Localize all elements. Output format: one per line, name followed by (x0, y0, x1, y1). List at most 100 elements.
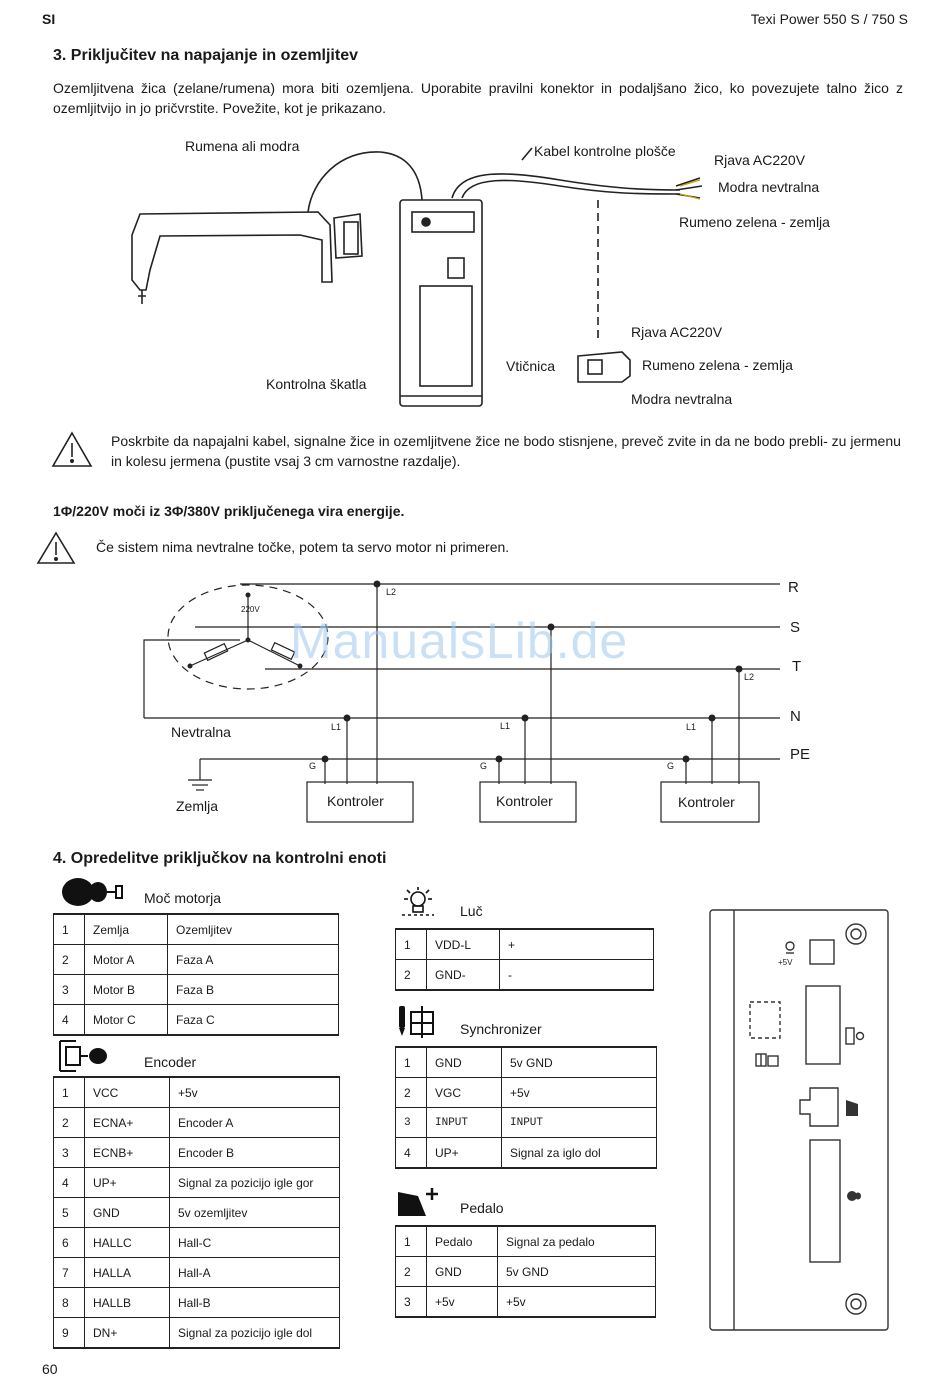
cell: 2 (53, 944, 85, 975)
label-g-1: G (309, 761, 317, 771)
line-label-t: T (792, 658, 802, 675)
cell: 8 (53, 1287, 85, 1318)
cell: 3 (395, 1107, 427, 1138)
label-socket: Vtičnica (506, 358, 556, 374)
cell: HALLA (84, 1257, 170, 1288)
wiring-illustration (51, 147, 703, 467)
label-yellow-green-2: Rumeno zelena - zemlja (642, 357, 793, 373)
cell: - (499, 959, 654, 991)
cell: Faza A (167, 944, 339, 975)
cell: Encoder B (169, 1137, 340, 1168)
cell: +5v (169, 1076, 340, 1108)
page-number: 60 (42, 1361, 58, 1377)
table-row: 3+5v+5v (395, 1286, 656, 1318)
cell: 5v GND (501, 1046, 657, 1078)
label-neutral: Nevtralna (171, 724, 231, 740)
cell: 4 (53, 1004, 85, 1036)
label-l1-2: L1 (500, 721, 511, 731)
controller-box-3 (660, 781, 760, 823)
label-brown-2: Rjava AC220V (631, 324, 723, 340)
cell: 3 (53, 974, 85, 1005)
power-section-warning: Če sistem nima nevtralne točke, potem ta… (96, 539, 510, 555)
cell: Hall-A (169, 1257, 340, 1288)
cell: GND (426, 1046, 502, 1078)
cell: INPUT (501, 1107, 657, 1138)
encoder-title: Encoder (144, 1054, 197, 1070)
cell: Encoder A (169, 1107, 340, 1138)
pedal-icon (398, 1188, 438, 1216)
controller-label-2: Kontroler (496, 793, 553, 809)
header-language: SI (42, 11, 56, 27)
cell: VCC (84, 1076, 170, 1108)
cell: VGC (426, 1077, 502, 1108)
cell: 3 (53, 1137, 85, 1168)
line-label-pe: PE (790, 746, 811, 763)
cell: 1 (395, 1225, 427, 1257)
cell: Signal za pozicijo igle gor (169, 1167, 340, 1198)
label-blue-neutral-2: Modra nevtralna (631, 391, 733, 407)
cell: 2 (53, 1107, 85, 1138)
cell: 2 (395, 1256, 427, 1287)
section3-title: 3. Priključitev na napajanje in ozemljit… (53, 47, 358, 64)
cell: DN+ (84, 1317, 170, 1349)
sewing-machine-hub (343, 221, 359, 255)
cell: Pedalo (426, 1225, 498, 1257)
label-panel-cable: Kabel kontrolne plošče (534, 143, 676, 159)
cell: ECNB+ (84, 1137, 170, 1168)
label-ground: Zemlja (176, 798, 219, 814)
panel-cable (451, 173, 681, 199)
label-g-2: G (480, 761, 488, 771)
cell: 1 (53, 1076, 85, 1108)
section3-paragraph: Ozemljitvena žica (zelane/rumena) mora b… (53, 80, 903, 116)
line-label-s: S (790, 619, 801, 636)
sewing-machine-handwheel (333, 213, 363, 259)
cell: 7 (53, 1257, 85, 1288)
controller-label-3: Kontroler (678, 794, 735, 810)
line-label-n: N (790, 708, 801, 725)
label-g-3: G (667, 761, 675, 771)
cell: Motor B (84, 974, 168, 1005)
encoder-icon (59, 1040, 107, 1072)
panel-label-5v: +5V (778, 958, 793, 967)
cell: Motor A (84, 944, 168, 975)
pedal-title: Pedalo (460, 1200, 504, 1216)
label-l1-1: L1 (331, 722, 342, 732)
cell: 1 (395, 928, 427, 960)
section3-warning: Poskrbite da napajalni kabel, signalne ž… (111, 433, 901, 469)
cell: HALLC (84, 1227, 170, 1258)
motor-icon (62, 878, 123, 906)
label-yellow-blue: Rumena ali modra (185, 138, 300, 154)
synchronizer-icon (399, 1006, 434, 1038)
synchronizer-title: Synchronizer (460, 1021, 542, 1037)
cell: + (499, 928, 654, 960)
cell: Faza C (167, 1004, 339, 1036)
cell: INPUT (426, 1107, 502, 1138)
motor-title: Moč motorja (144, 890, 222, 906)
cell: 5 (53, 1197, 85, 1228)
sewing-machine-body (131, 211, 333, 291)
label-l2-1: L2 (386, 587, 397, 597)
cell: +5v (501, 1077, 657, 1108)
cell: 9 (53, 1317, 85, 1349)
label-220v: 220V (241, 605, 260, 614)
cell: 4 (395, 1137, 427, 1169)
cell: +5v (497, 1286, 656, 1318)
cell: Zemlja (84, 913, 168, 945)
control-box-outline (399, 199, 483, 407)
warning-icon-2 (36, 531, 76, 564)
